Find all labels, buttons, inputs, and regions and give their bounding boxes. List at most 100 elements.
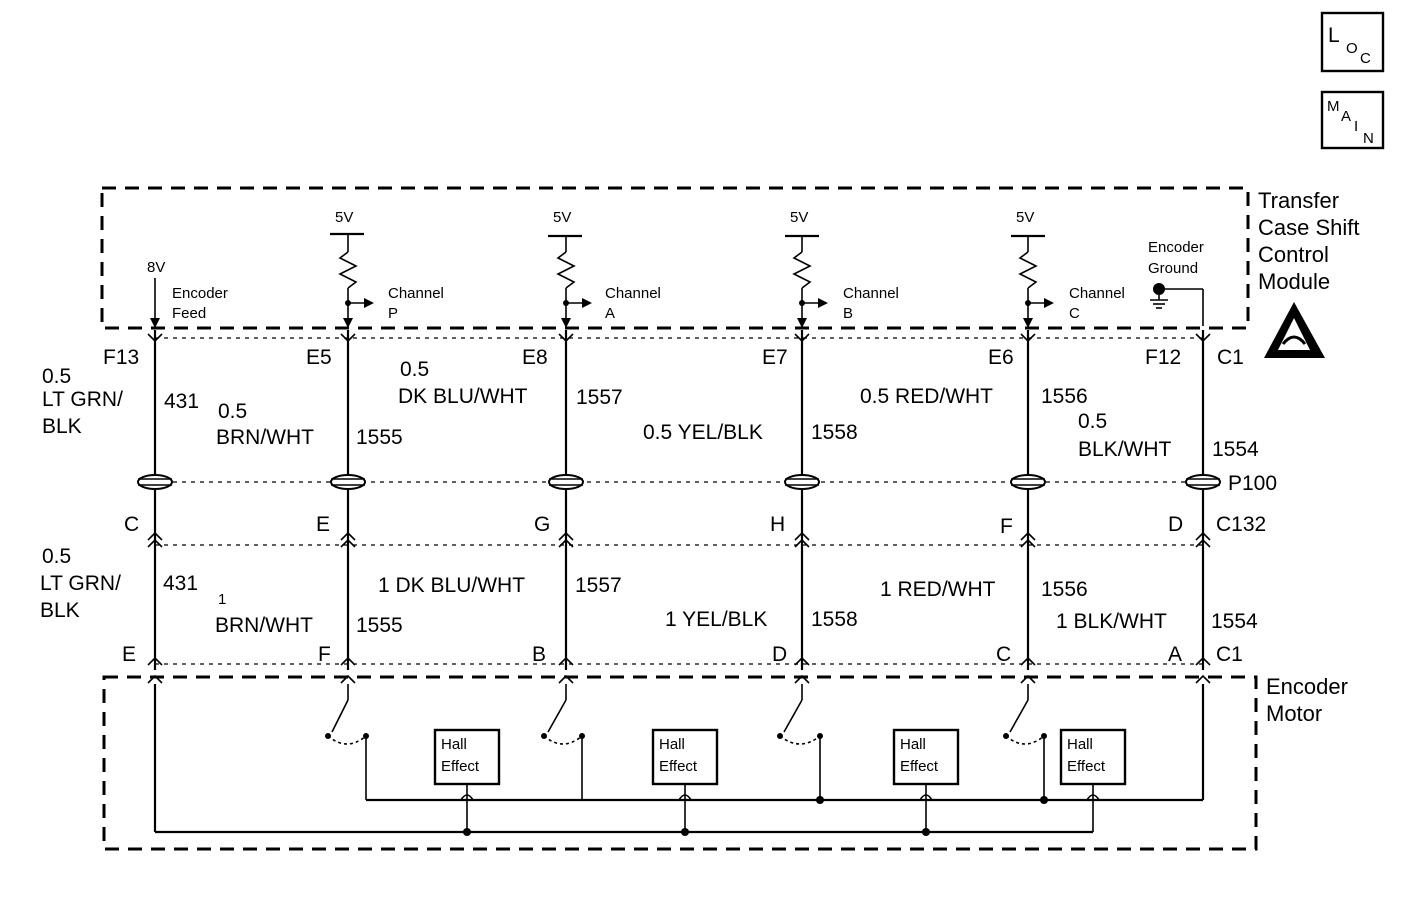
svg-text:H: H [770,513,785,536]
encoder-feed-source: 8V Encoder Feed [147,259,228,328]
hall-effect-sensor-1: Hall Effect [433,728,501,836]
svg-text:LT GRN/: LT GRN/ [40,572,121,595]
svg-text:BLK/WHT: BLK/WHT [1078,438,1172,461]
svg-text:Transfer: Transfer [1258,188,1339,213]
channel-c-circuit: 5V Channel C [1011,209,1125,328]
switch-b [777,684,824,804]
svg-text:Motor: Motor [1266,701,1322,726]
svg-text:1 BLK/WHT: 1 BLK/WHT [1056,610,1167,633]
svg-text:Control: Control [1258,242,1329,267]
ground-icon [1153,283,1165,295]
svg-text:F12: F12 [1145,346,1181,369]
channel-p-circuit: 5V Channel P [330,209,444,328]
svg-text:LT GRN/: LT GRN/ [42,388,123,411]
svg-text:Feed: Feed [172,305,206,322]
hall-effect-sensor-3: Hall Effect [892,728,960,836]
wire-1556 [1020,330,1036,670]
svg-text:C1: C1 [1217,346,1244,369]
svg-text:0.5: 0.5 [218,400,247,423]
svg-text:5V: 5V [790,209,808,226]
svg-text:1558: 1558 [811,608,858,631]
lower-wire-labels: 0.5 LT GRN/ BLK 431 1 BRN/WHT 1555 1 DK … [40,545,1258,637]
switch-a [541,684,585,800]
svg-text:1: 1 [218,591,226,608]
svg-text:A: A [1341,108,1351,125]
svg-text:E: E [122,643,136,666]
svg-text:0.5 YEL/BLK: 0.5 YEL/BLK [643,421,763,444]
wire-1557 [558,330,574,670]
svg-text:1557: 1557 [576,386,623,409]
svg-text:1555: 1555 [356,426,403,449]
svg-text:1554: 1554 [1211,610,1258,633]
svg-text:A: A [1168,643,1182,666]
svg-text:C: C [124,513,139,536]
switch-p [325,684,369,800]
svg-text:C: C [1069,305,1080,322]
svg-text:Channel: Channel [605,285,661,302]
svg-text:L: L [1328,24,1340,47]
svg-text:Effect: Effect [1067,758,1106,775]
c132-chevrons [147,531,1211,548]
svg-text:0.5: 0.5 [42,545,71,568]
c1-bottom-chevrons [147,656,1211,684]
svg-text:E7: E7 [762,346,788,369]
svg-text:B: B [532,643,546,666]
encoder-ground: Encoder Ground [1148,239,1204,326]
svg-text:BLK: BLK [40,599,80,622]
splice-p100-label: P100 [1228,472,1277,495]
wire-431 [147,330,163,670]
switch-c [1003,684,1048,804]
svg-text:0.5: 0.5 [400,358,429,381]
svg-text:Effect: Effect [900,758,939,775]
svg-text:Channel: Channel [388,285,444,302]
svg-text:I: I [1354,118,1358,135]
svg-text:Channel: Channel [843,285,899,302]
svg-text:Effect: Effect [659,758,698,775]
svg-text:Encoder: Encoder [1266,674,1348,699]
svg-text:1554: 1554 [1212,438,1259,461]
wire-1558 [794,330,810,670]
splice-symbols [137,474,1221,490]
c1-bottom-pin-labels: E F B D C A C1 [122,643,1243,666]
svg-text:D: D [772,643,787,666]
esd-warning-icon [1264,302,1325,358]
svg-text:431: 431 [163,572,198,595]
svg-text:C1: C1 [1216,643,1243,666]
wire-1555 [340,330,356,670]
svg-text:B: B [843,305,853,322]
svg-text:BLK: BLK [42,415,82,438]
hall-effect-sensor-2: Hall Effect [651,728,719,836]
svg-text:Hall: Hall [659,736,685,753]
svg-text:Hall: Hall [441,736,467,753]
c1-top-pin-labels: F13 E5 E8 E7 E6 F12 C1 [103,346,1244,369]
svg-text:G: G [534,513,550,536]
svg-text:Module: Module [1258,269,1330,294]
svg-text:Hall: Hall [900,736,926,753]
svg-text:F: F [1000,515,1013,538]
loc-icon[interactable]: L O C [1320,11,1385,73]
svg-text:Effect: Effect [441,758,480,775]
svg-text:A: A [605,305,615,322]
channel-b-circuit: 5V Channel B [785,209,899,328]
svg-text:Encoder: Encoder [1148,239,1204,256]
svg-text:Case Shift: Case Shift [1258,215,1360,240]
svg-text:C: C [1360,50,1371,67]
encoder-motor-bus [153,684,1205,834]
c132-pin-labels: C E G H F D C132 [124,513,1266,538]
upper-wire-labels: 0.5 LT GRN/ BLK 431 0.5 BRN/WHT 1555 0.5… [42,358,1259,461]
tcscm-label: Transfer Case Shift Control Module [1258,188,1360,294]
svg-text:M: M [1327,98,1340,115]
encoder-motor-boundary [102,675,1258,851]
svg-text:Ground: Ground [1148,260,1198,277]
svg-text:E: E [316,513,330,536]
svg-text:E8: E8 [522,346,548,369]
svg-text:F13: F13 [103,346,139,369]
svg-text:F: F [318,643,331,666]
svg-text:Hall: Hall [1067,736,1093,753]
main-icon[interactable]: M A I N [1320,90,1385,150]
svg-text:BRN/WHT: BRN/WHT [215,614,313,637]
svg-text:431: 431 [164,390,199,413]
svg-text:Channel: Channel [1069,285,1125,302]
